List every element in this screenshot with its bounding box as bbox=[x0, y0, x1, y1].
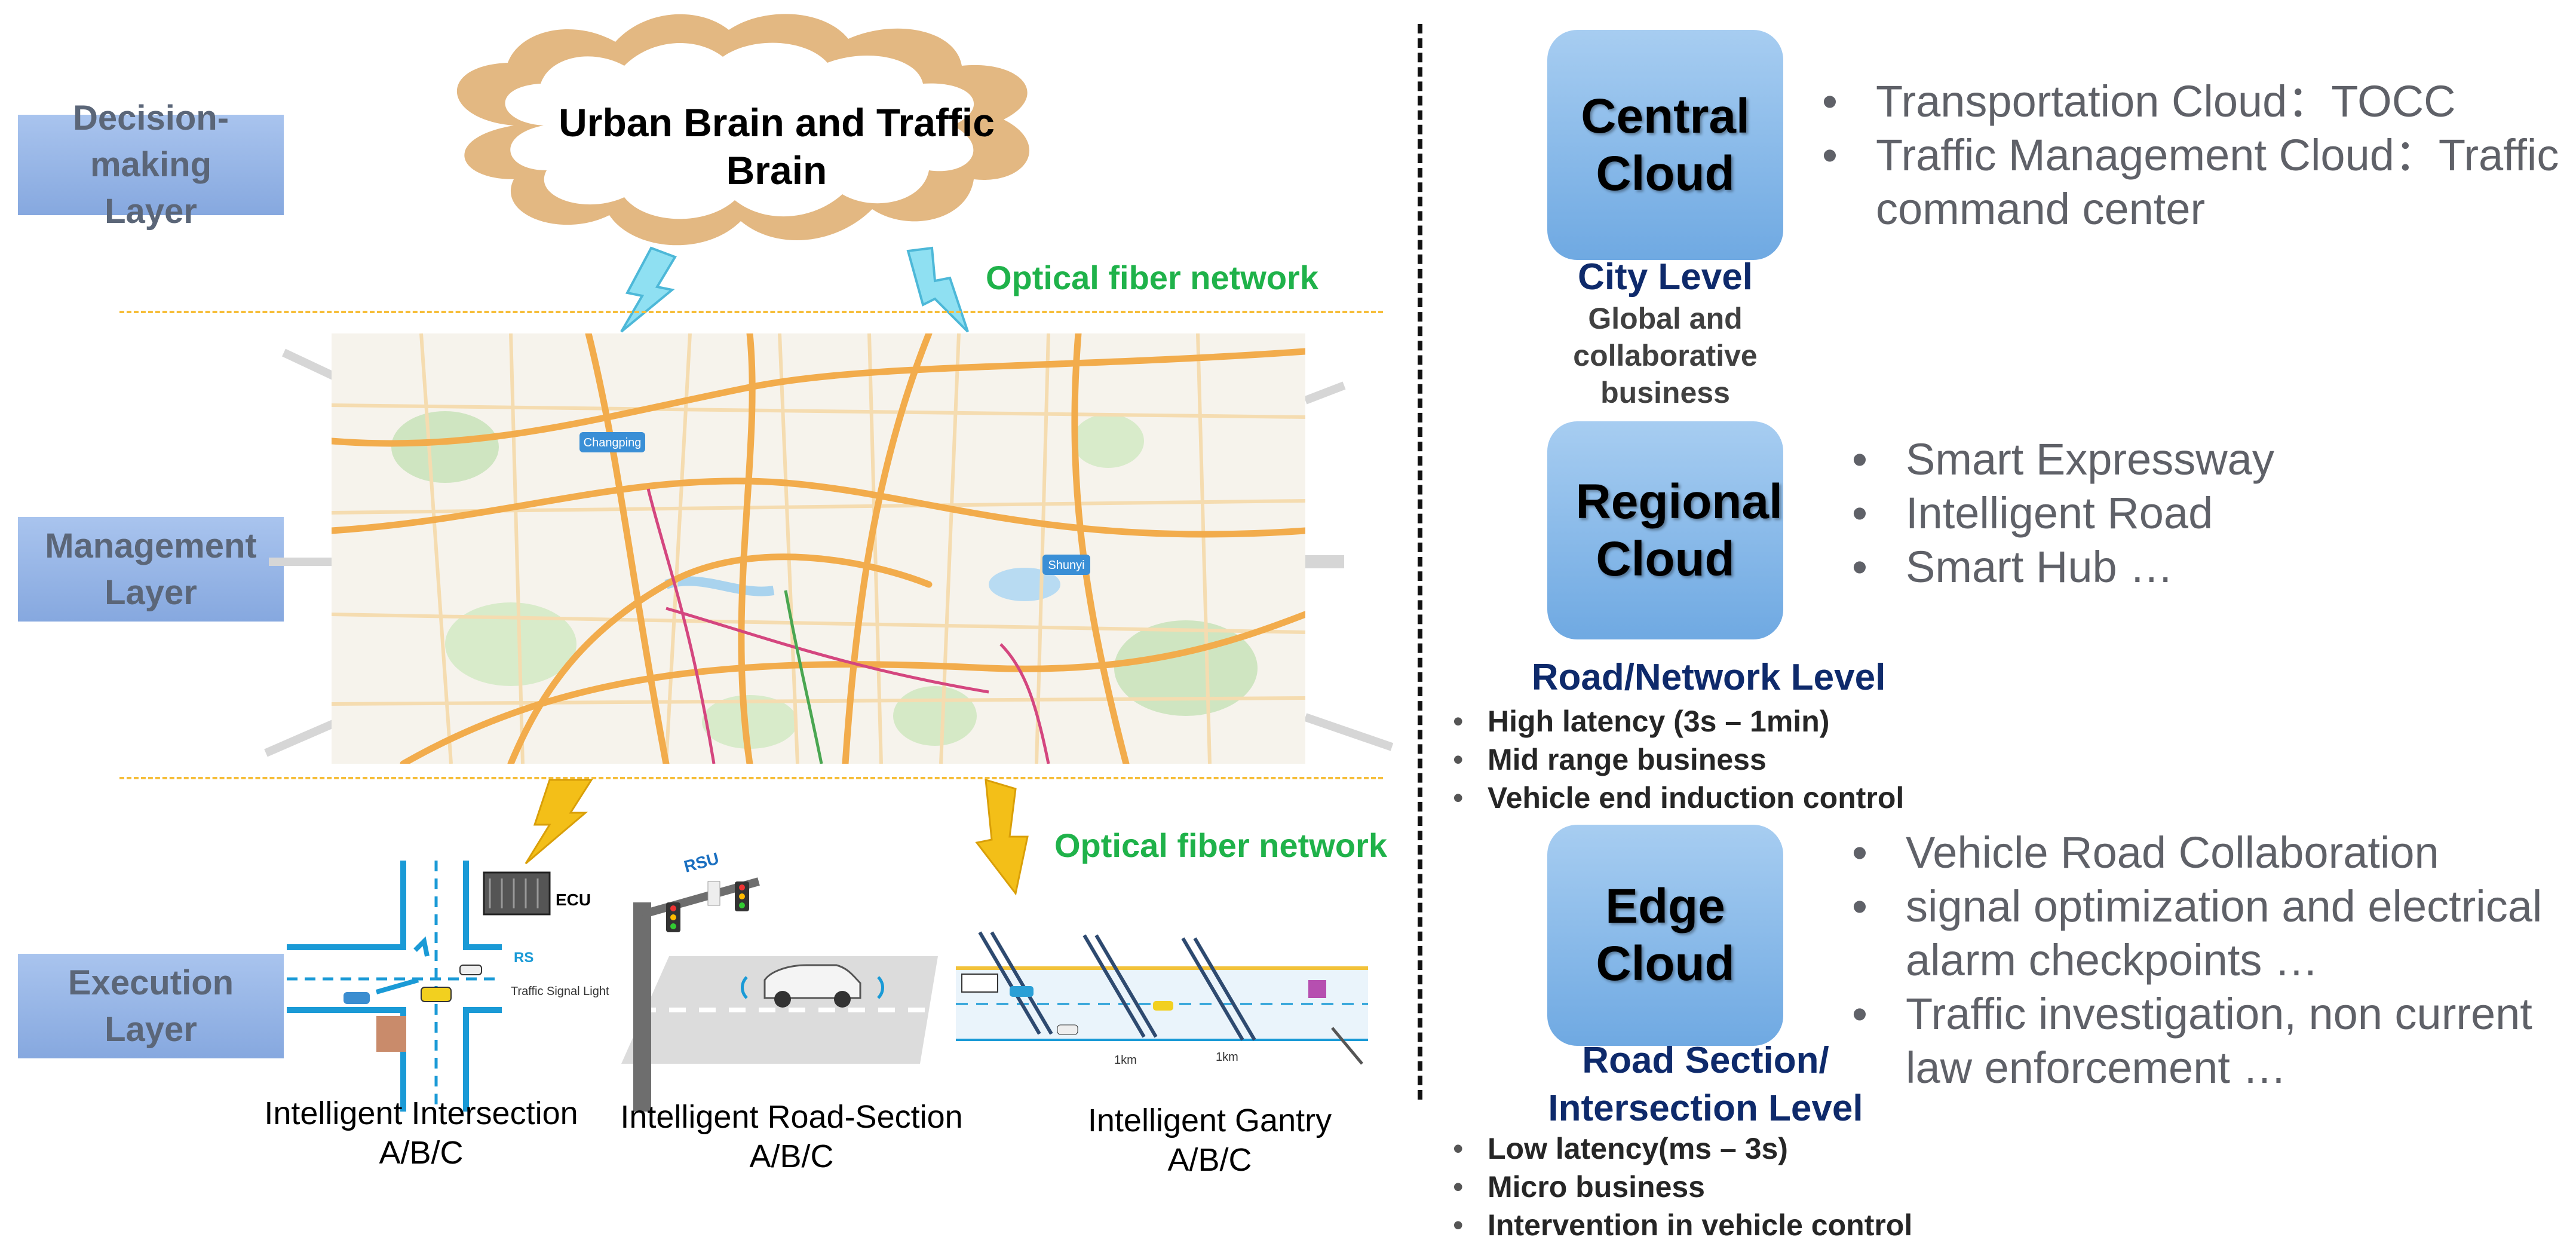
central-level-title: City Level bbox=[1578, 256, 1753, 298]
edge-detail: Low latency(ms – 3s) bbox=[1446, 1129, 2043, 1168]
upper-divider bbox=[119, 311, 1383, 313]
fiber-network-label-bottom: Optical fiber network bbox=[1054, 826, 1387, 864]
map-frame-lines bbox=[264, 348, 1394, 757]
regional-bullet: Smart Hub … bbox=[1852, 540, 2557, 594]
regional-bullet: Smart Expressway bbox=[1852, 433, 2557, 486]
edge-bullet: Traffic investigation, non current law e… bbox=[1852, 987, 2557, 1095]
rs-label: RS bbox=[514, 950, 533, 966]
caption-gantry-line2: A/B/C bbox=[1167, 1142, 1252, 1178]
traffic-signal-label: Traffic Signal Lights bbox=[511, 985, 609, 998]
edge-level-line2: Intersection Level bbox=[1548, 1088, 1863, 1129]
gantry-illustration: 1km 1km bbox=[956, 931, 1368, 1067]
caption-intersection: Intelligent Intersection A/B/C bbox=[251, 1094, 591, 1173]
execution-layer-label: Execution Layer bbox=[68, 963, 234, 1049]
decision-layer-box: Decision-making Layer bbox=[18, 99, 284, 231]
edge-bullet-list: Vehicle Road Collaboration signal optimi… bbox=[1852, 826, 2557, 1095]
central-cloud-label: Central Cloud bbox=[1581, 88, 1750, 201]
execution-layer-box: Execution Layer bbox=[18, 954, 284, 1058]
caption-road-section-line2: A/B/C bbox=[749, 1138, 834, 1174]
regional-cloud-tile: Regional Cloud bbox=[1547, 421, 1783, 639]
map-label-shunyi: Shunyi bbox=[1048, 559, 1084, 572]
edge-bullet: Vehicle Road Collaboration bbox=[1852, 826, 2557, 880]
regional-cloud-label: Regional Cloud bbox=[1575, 474, 1783, 586]
caption-gantry-line1: Intelligent Gantry bbox=[1087, 1103, 1332, 1138]
management-layer-label: Management Layer bbox=[45, 526, 257, 612]
edge-cloud-tile: Edge Cloud bbox=[1547, 825, 1783, 1046]
edge-cloud-label: Edge Cloud bbox=[1596, 879, 1735, 991]
edge-detail: Intervention in vehicle control bbox=[1446, 1206, 2043, 1244]
central-cloud-tile: Central Cloud bbox=[1547, 30, 1783, 260]
regional-level-title: Road/Network Level bbox=[1531, 657, 1886, 698]
regional-bullet-list: Smart Expressway Intelligent Road Smart … bbox=[1852, 433, 2557, 594]
regional-detail-list: High latency (3s – 1min) Mid range busin… bbox=[1446, 702, 2043, 817]
edge-level-title: Road Section/ Intersection Level bbox=[1520, 1037, 1891, 1132]
brain-cloud-title: Urban Brain and Traffic Brain bbox=[559, 100, 995, 192]
decision-layer-label: Decision-making Layer bbox=[72, 99, 229, 231]
central-level-desc: Global and collaborative business bbox=[1573, 302, 1758, 409]
regional-detail: Mid range business bbox=[1446, 740, 2043, 779]
brain-cloud-icon bbox=[456, 14, 1030, 246]
lower-divider bbox=[119, 777, 1383, 779]
caption-intersection-line1: Intelligent Intersection bbox=[264, 1095, 578, 1131]
management-layer-box: Management Layer bbox=[18, 517, 284, 622]
central-bullet: Transportation Cloud：TOCC bbox=[1822, 75, 2576, 128]
road-section-illustration: RSU bbox=[621, 849, 938, 1112]
lightning-left-icon bbox=[620, 246, 677, 333]
caption-intersection-line2: A/B/C bbox=[379, 1135, 464, 1171]
lightning-exec-right-icon bbox=[975, 778, 1029, 896]
fiber-network-label-top: Optical fiber network bbox=[986, 259, 1318, 296]
vertical-divider bbox=[1418, 24, 1422, 1100]
rsu-label: RSU bbox=[682, 849, 721, 876]
ecu-label: ECU bbox=[556, 890, 591, 909]
gantry-km-label-1: 1km bbox=[1114, 1054, 1137, 1067]
gantry-km-label-2: 1km bbox=[1216, 1051, 1238, 1064]
caption-gantry: Intelligent Gantry A/B/C bbox=[1048, 1101, 1371, 1180]
edge-bullet: signal optimization and electrical alarm… bbox=[1852, 880, 2557, 987]
caption-road-section-line1: Intelligent Road-Section bbox=[620, 1099, 963, 1135]
edge-detail-list: Low latency(ms – 3s) Micro business Inte… bbox=[1446, 1129, 2043, 1244]
edge-detail: Micro business bbox=[1446, 1168, 2043, 1206]
lightning-right-icon bbox=[906, 246, 969, 333]
edge-level-line1: Road Section/ bbox=[1582, 1040, 1829, 1081]
central-bullet: Traffic Management Cloud：Traffic command… bbox=[1822, 128, 2576, 236]
city-map: Changping Shunyi bbox=[332, 333, 1305, 764]
lightning-exec-left-icon bbox=[525, 779, 593, 865]
regional-bullet: Intelligent Road bbox=[1852, 486, 2557, 540]
regional-detail: Vehicle end induction control bbox=[1446, 779, 2043, 817]
intersection-illustration: ECU RS Traffic Signal Lights bbox=[287, 861, 609, 1112]
central-bullet-list: Transportation Cloud：TOCC Traffic Manage… bbox=[1822, 75, 2576, 236]
regional-detail: High latency (3s – 1min) bbox=[1446, 702, 2043, 740]
map-label-changping: Changping bbox=[584, 436, 642, 449]
caption-road-section: Intelligent Road-Section A/B/C bbox=[612, 1097, 971, 1176]
